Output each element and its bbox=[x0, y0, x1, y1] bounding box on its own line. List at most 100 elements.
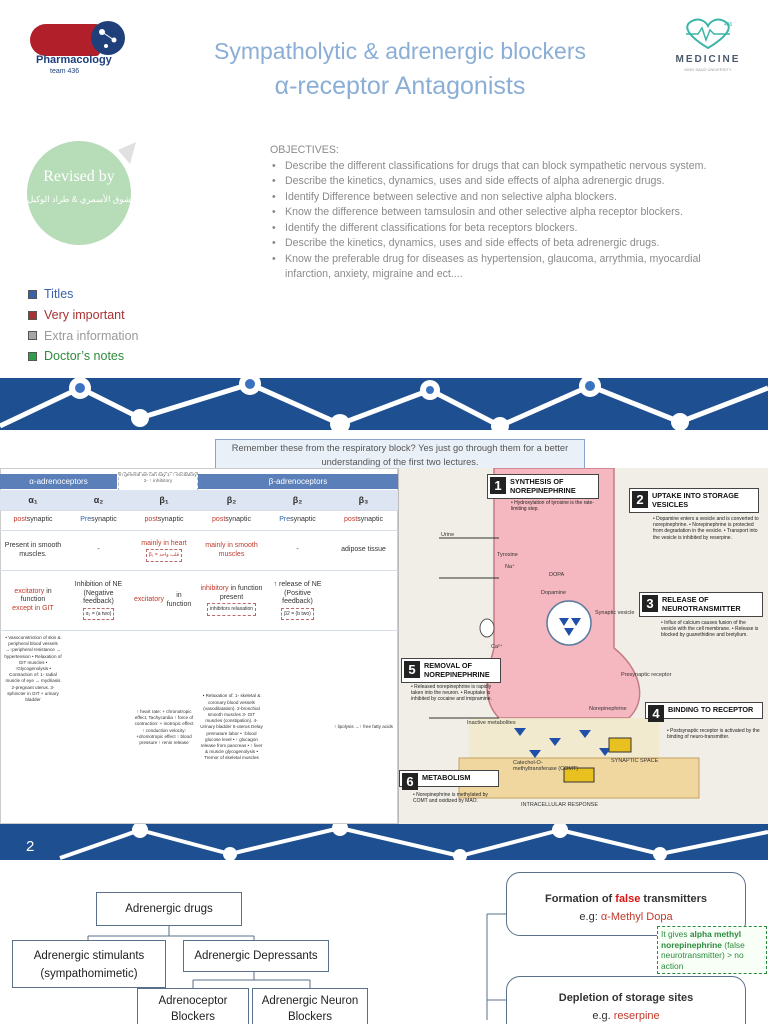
slide-1: Pharmacology team 436 436 MEDICINE KING … bbox=[0, 0, 768, 430]
location-prefix: post bbox=[212, 516, 226, 524]
location-suffix: synaptic bbox=[157, 516, 184, 524]
column-header: α₁ bbox=[0, 490, 66, 510]
remember-note: Remember these from the respiratory bloc… bbox=[215, 439, 585, 469]
location-suffix: synaptic bbox=[225, 516, 251, 524]
legend-item-doctors-notes: Doctor’s notes bbox=[28, 346, 138, 367]
step-2-text: • Dopamine enters a vesicle and is conve… bbox=[653, 516, 759, 541]
page-number: 2 bbox=[26, 838, 35, 855]
mnemonic-box: inhibitors relaxation bbox=[206, 603, 257, 616]
location-prefix: Pre bbox=[279, 516, 291, 524]
function-text: in function bbox=[166, 592, 192, 608]
mnemonic-box: α₂ = (a two) bbox=[82, 607, 115, 620]
legend-item-extra-info: Extra information bbox=[28, 325, 138, 346]
objective-item: Know the difference between tamsulosin a… bbox=[270, 205, 740, 221]
effects-cell: • Vasoconstriction of skin & peripheral … bbox=[0, 630, 66, 824]
objective-item: Identify the different classifications f… bbox=[270, 221, 740, 237]
diagram-label: Tyrosine bbox=[497, 552, 518, 558]
objective-item: Describe the kinetics, dynamics, uses an… bbox=[270, 174, 740, 190]
legend-swatch bbox=[28, 310, 37, 320]
location-prefix: post bbox=[144, 516, 158, 524]
column-header: β₁ bbox=[131, 490, 197, 510]
diagram-label: Presynaptic receptor bbox=[621, 672, 672, 678]
legend-swatch bbox=[28, 331, 37, 341]
effects-cell bbox=[266, 630, 329, 824]
tissue-cell: mainly in smooth muscles bbox=[197, 530, 266, 570]
function-cell: ↑ release of NE (Positive feedback) β2 = … bbox=[266, 570, 329, 630]
tissue-cell: - bbox=[266, 530, 329, 570]
diagram-label: INTRACELLULAR RESPONSE bbox=[521, 802, 599, 808]
mnemonic-box: β2 = (b two) bbox=[281, 607, 314, 620]
objectives-title: OBJECTIVES: bbox=[270, 144, 339, 156]
function-type: excitatory bbox=[134, 596, 164, 604]
objective-item: Identify Difference between selective an… bbox=[270, 190, 740, 206]
function-type: excitatory bbox=[14, 587, 45, 595]
step-title: METABOLISM bbox=[422, 773, 471, 782]
step-number: 3 bbox=[642, 595, 658, 612]
molecule-banner bbox=[0, 378, 768, 430]
example-drug: reserpine bbox=[613, 1010, 660, 1022]
adrenergic-neuron-blockers-box: Adrenergic Neuron Blockers bbox=[252, 988, 368, 1024]
page-subtitle: α-receptor Antagonists bbox=[274, 72, 526, 100]
step-number: 2 bbox=[632, 491, 648, 508]
title-text: transmitters bbox=[640, 893, 707, 905]
diagram-label: Catechol-O-methyltransferase (COMT) bbox=[513, 760, 579, 772]
note-text: (false neurotransmitter) > no action bbox=[661, 939, 745, 971]
university-label: KING SAUD UNIVERSITY bbox=[684, 67, 732, 72]
adrenoceptor-blockers-box: Adrenoceptor Blockers bbox=[137, 988, 249, 1024]
depletion-box: Depletion of storage sites e.g. reserpin… bbox=[506, 976, 746, 1024]
step-number: 6 bbox=[402, 773, 418, 790]
example-label: e.g: bbox=[579, 911, 601, 923]
depletion-example: e.g. reserpine bbox=[507, 1010, 745, 1022]
neuron-illustration bbox=[429, 468, 700, 799]
location-suffix: synaptic bbox=[26, 516, 53, 524]
function-cell: Inhibition of NE (Negative feedback)α₂ =… bbox=[66, 570, 131, 630]
legend-item-very-important: Very important bbox=[28, 305, 138, 326]
function-cell bbox=[329, 570, 398, 630]
pharmacology-team-logo: Pharmacology team 436 bbox=[28, 18, 140, 88]
effects-cell: ↑ heart rate: + chronotropic effect, Tac… bbox=[131, 630, 197, 824]
step-number: 1 bbox=[490, 477, 506, 494]
page-title: Sympatholytic & adrenergic blockers bbox=[214, 38, 586, 64]
depletion-title: Depletion of storage sites bbox=[558, 992, 694, 1004]
slide-2: Remember these from the respiratory bloc… bbox=[0, 432, 768, 860]
effects-cell: ↑ lipolysis →↑ free fatty acids bbox=[329, 630, 398, 824]
step-title: SYNTHESIS OF NOREPINEPHRINE bbox=[510, 477, 576, 495]
legend-swatch bbox=[28, 289, 37, 299]
slide-3: Adrenergic drugs Adrenergic stimulants (… bbox=[0, 862, 768, 1024]
column-header: α₂ bbox=[66, 490, 131, 510]
step-6-text: • Norepinephrine is methylated by COMT a… bbox=[413, 792, 488, 805]
objectives: OBJECTIVES: Describe the different class… bbox=[270, 143, 740, 283]
beta-header: β-adrenoceptors bbox=[198, 474, 398, 489]
diagram-label: Ca²⁺ bbox=[491, 644, 503, 650]
legend-label: Titles bbox=[44, 287, 74, 302]
alpha-header: α-adrenoceptors bbox=[0, 474, 117, 489]
revised-by-names: شوق الأسمري & طراد الوكيل bbox=[27, 194, 131, 204]
tissue-cell: Present in smooth muscles. bbox=[0, 530, 66, 570]
objective-item: Describe the kinetics, dynamics, uses an… bbox=[270, 236, 740, 252]
function-text: ↑ release of NE (Positive feedback) bbox=[273, 581, 322, 605]
tissue-text: mainly in heart bbox=[141, 539, 187, 547]
step-title: BINDING TO RECEPTOR bbox=[668, 705, 754, 714]
step-4-text: • Postsynaptic receptor is activated by … bbox=[667, 728, 760, 741]
medicine-number: 436 bbox=[724, 22, 733, 28]
tissue-cell: - bbox=[66, 530, 131, 570]
function-exception: except in GIT bbox=[12, 604, 54, 612]
function-text: in function present bbox=[219, 585, 263, 601]
diagram-label: SYNAPTIC SPACE bbox=[611, 758, 659, 764]
step-6-box: 6 METABOLISM bbox=[399, 770, 499, 790]
objective-item: Know the preferable drug for diseases as… bbox=[270, 252, 740, 283]
